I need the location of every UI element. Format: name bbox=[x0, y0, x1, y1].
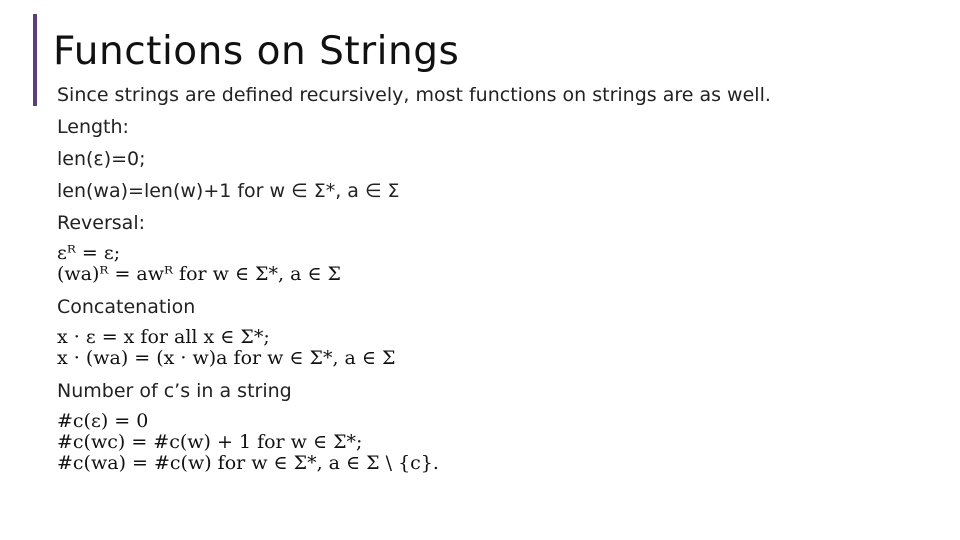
title-accent-bar bbox=[33, 14, 37, 106]
count-recursive-match-case: #c(wc) = #c(w) + 1 for w ∈ Σ*; bbox=[57, 431, 363, 453]
concatenation-base-case: x · ε = x for all x ∈ Σ*; bbox=[57, 326, 270, 348]
reversal-base-case: εᴿ = ε; bbox=[57, 242, 121, 264]
reversal-heading: Reversal: bbox=[57, 212, 146, 234]
slide-title: Functions on Strings bbox=[53, 29, 460, 74]
length-heading: Length: bbox=[57, 116, 129, 138]
reversal-recursive-case: (wa)ᴿ = awᴿ for w ∈ Σ*, a ∈ Σ bbox=[57, 263, 341, 285]
length-base-case: len(ε)=0; bbox=[57, 148, 146, 170]
intro-text: Since strings are defined recursively, m… bbox=[57, 84, 771, 106]
count-heading: Number of c’s in a string bbox=[57, 380, 292, 402]
count-recursive-other-case: #c(wa) = #c(w) for w ∈ Σ*, a ∈ Σ \ {c}. bbox=[57, 452, 439, 474]
length-recursive-case: len(wa)=len(w)+1 for w ∈ Σ*, a ∈ Σ bbox=[57, 180, 400, 202]
concatenation-heading: Concatenation bbox=[57, 296, 196, 318]
concatenation-recursive-case: x · (wa) = (x · w)a for w ∈ Σ*, a ∈ Σ bbox=[57, 347, 396, 369]
count-base-case: #c(ε) = 0 bbox=[57, 410, 149, 432]
